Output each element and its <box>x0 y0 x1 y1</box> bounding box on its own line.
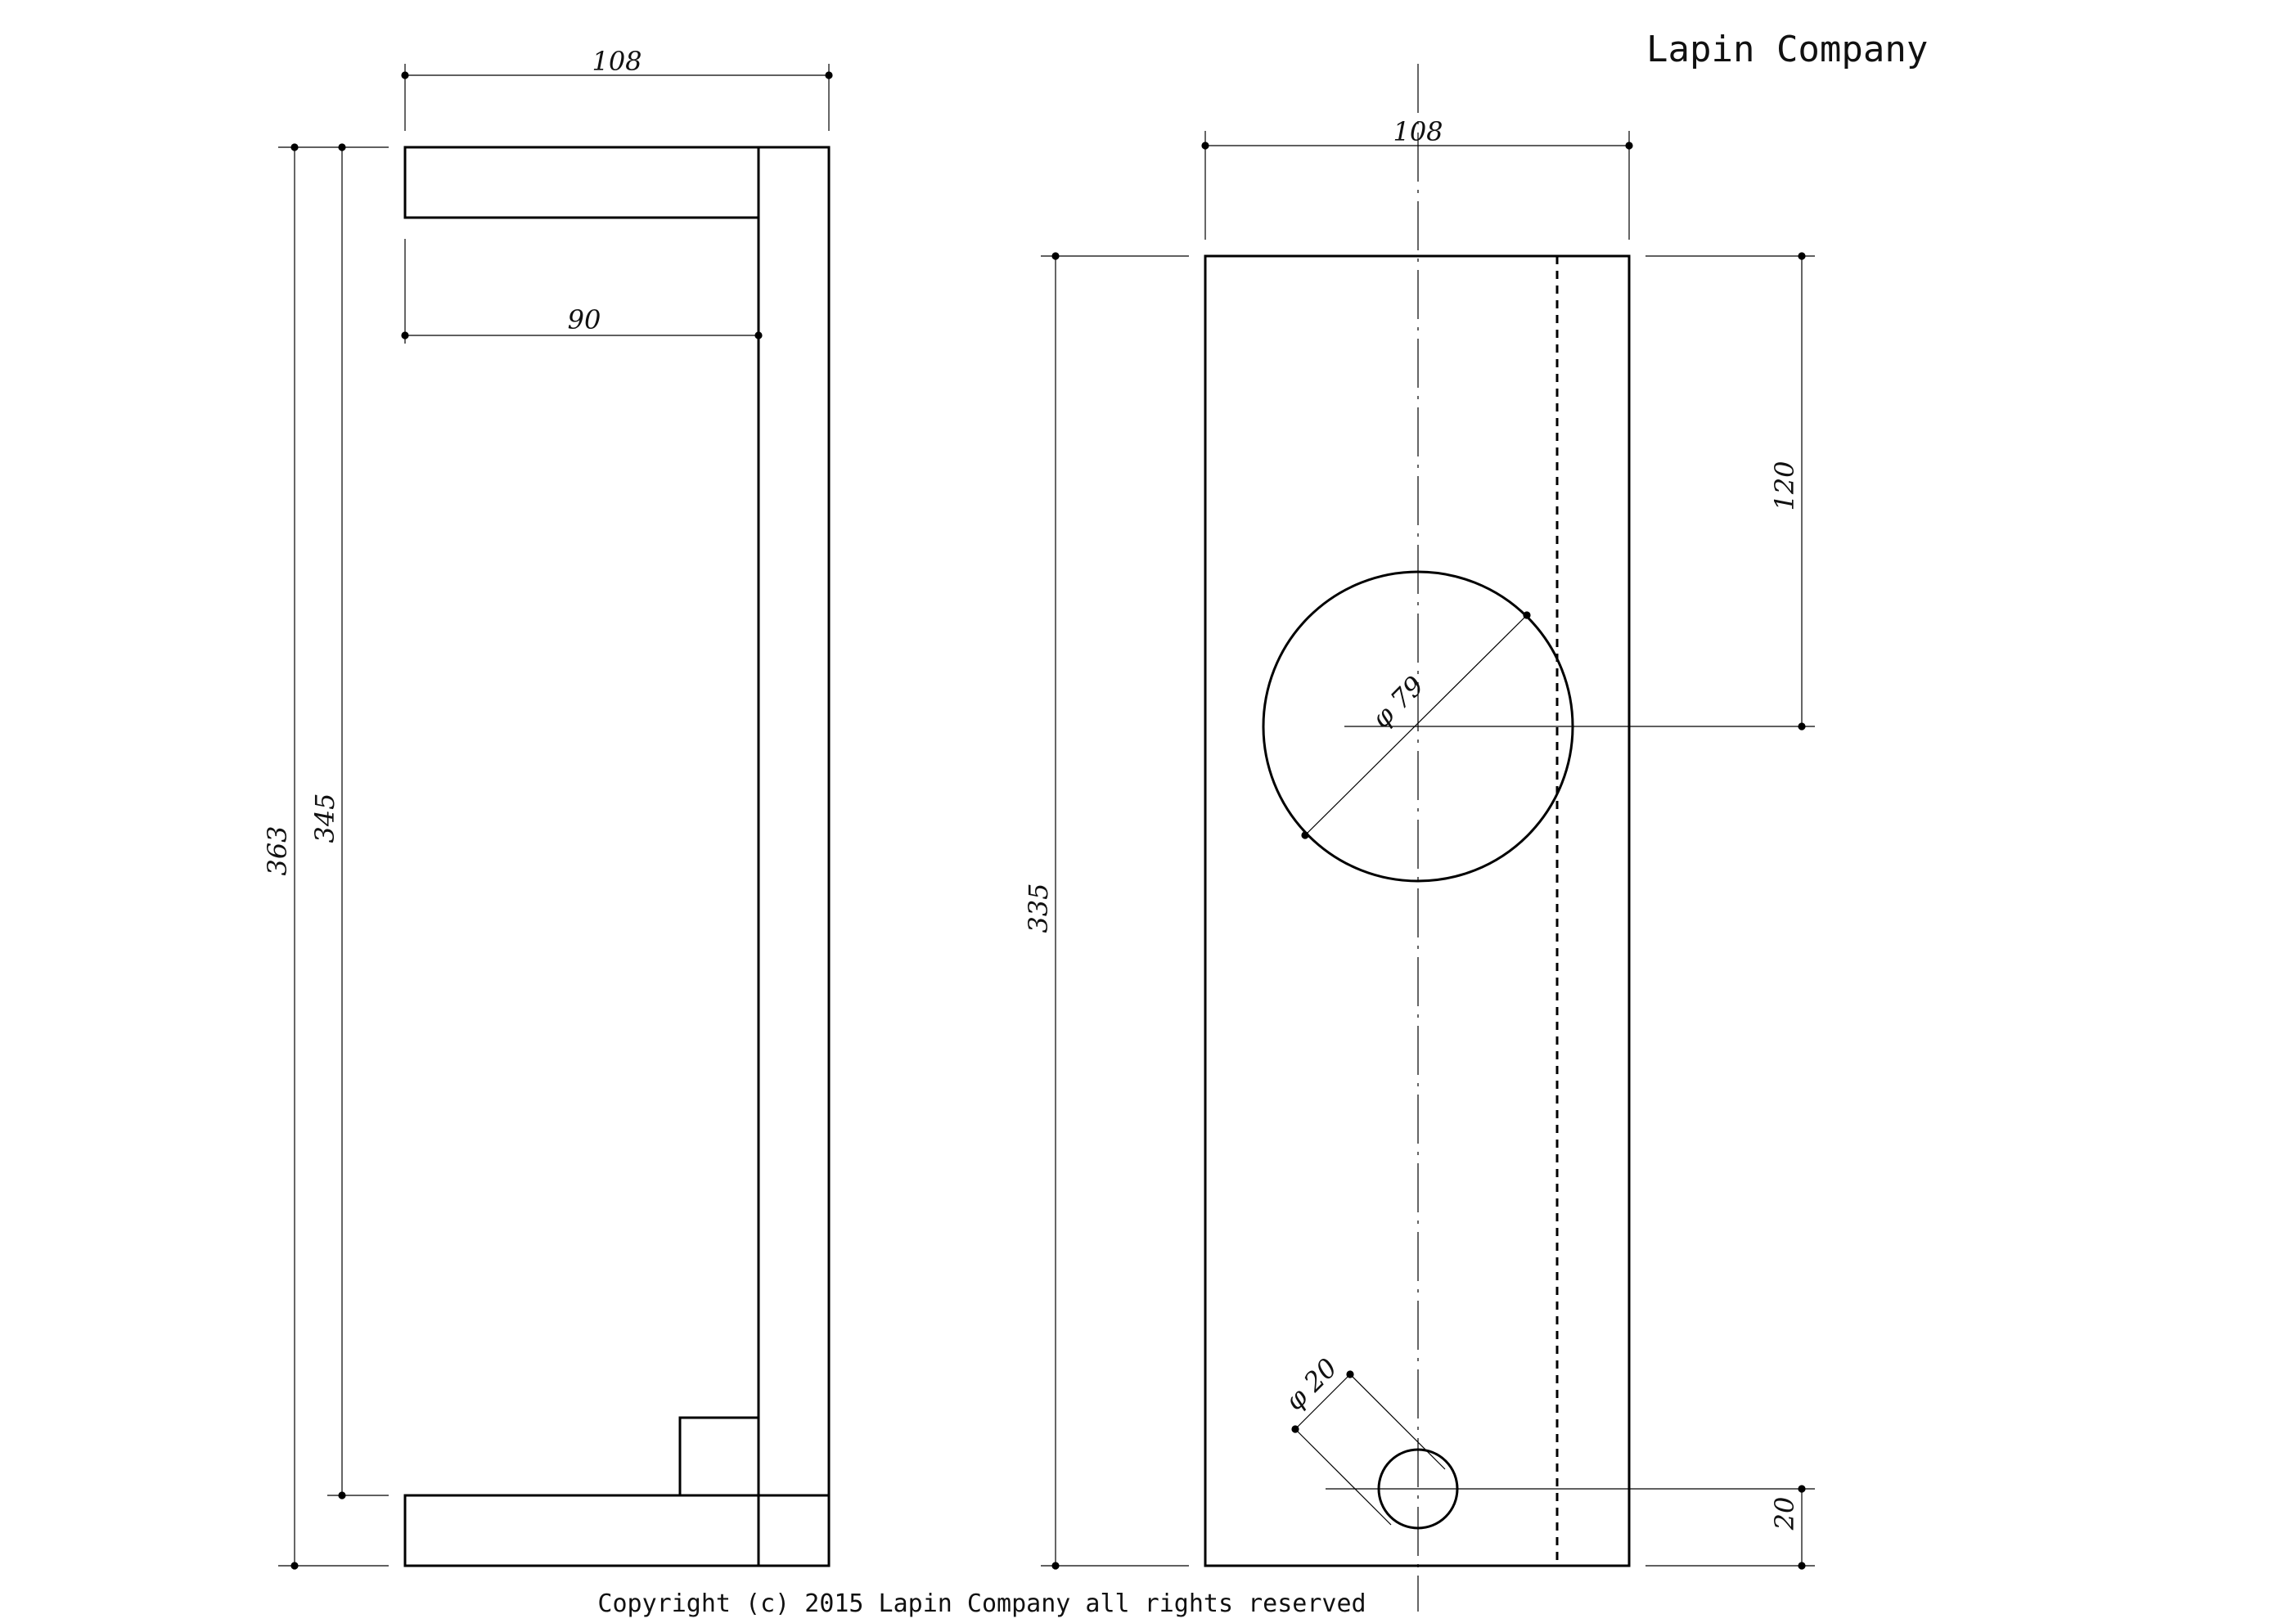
dim-dot <box>1201 142 1209 150</box>
port-offset-label: 20 <box>1769 1497 1800 1531</box>
dim-dot <box>1798 252 1806 260</box>
driver-diameter-label: φ 79 <box>1366 670 1430 735</box>
front-baffle <box>757 146 831 1567</box>
side-total-height-label: 363 <box>262 825 293 875</box>
side-width-label: 108 <box>592 46 642 77</box>
dim-dot <box>1798 1485 1806 1493</box>
port-diameter-ext-2 <box>1349 1373 1446 1470</box>
dim-dot <box>1798 1562 1806 1570</box>
copyright-notice: Copyright (c) 2015 Lapin Company all rig… <box>597 1589 1366 1618</box>
side-depth-label: 90 <box>568 304 601 335</box>
port-diameter-ext-1 <box>1294 1428 1392 1526</box>
side-view-dimensions <box>278 64 833 1570</box>
front-baffle-outline <box>1204 254 1631 1567</box>
bottom-panel <box>403 1494 831 1567</box>
dim-dot <box>338 143 346 151</box>
front-view <box>1204 254 1631 1567</box>
dim-dot <box>1798 722 1806 731</box>
dim-dot <box>1051 1562 1060 1570</box>
dim-dot <box>1291 1425 1299 1433</box>
dim-dot <box>1625 142 1633 150</box>
front-view-dimensions <box>1041 131 1815 1570</box>
dim-dot <box>338 1491 346 1499</box>
dim-dot <box>290 143 299 151</box>
dim-dot <box>1523 611 1531 619</box>
brace-block <box>678 1416 760 1497</box>
dim-dot <box>1346 1370 1354 1378</box>
port-diameter-label: φ 20 <box>1279 1352 1344 1417</box>
side-view <box>403 146 831 1567</box>
dim-dot <box>401 71 409 79</box>
dim-dot <box>1051 252 1060 260</box>
top-panel <box>403 146 760 219</box>
dim-dot <box>401 331 409 339</box>
dim-dot <box>1301 831 1309 839</box>
dim-dot <box>825 71 833 79</box>
dim-dot <box>290 1562 299 1570</box>
port-diameter-dimension-line <box>1294 1373 1351 1430</box>
side-inner-height-label: 345 <box>309 793 340 843</box>
company-title: Lapin Company <box>1646 29 1928 70</box>
front-width-label: 108 <box>1393 116 1443 147</box>
driver-diameter-leader <box>1304 614 1528 836</box>
front-height-label: 335 <box>1023 883 1054 933</box>
dim-dot <box>754 331 763 339</box>
driver-offset-label: 120 <box>1769 461 1800 510</box>
